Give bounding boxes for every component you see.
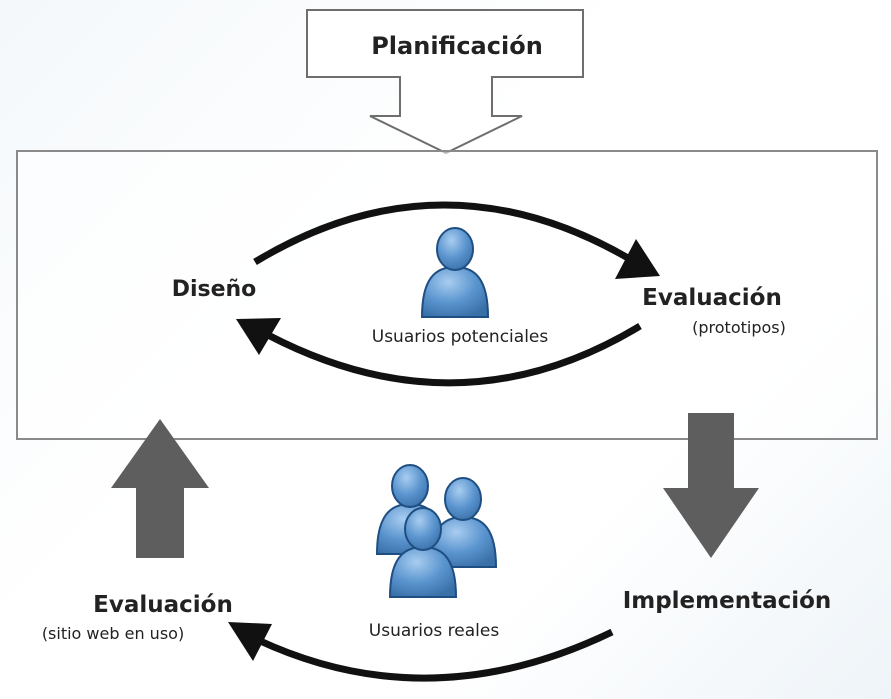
evaluation-to-design-arrowhead bbox=[236, 318, 281, 355]
design-to-evaluation-arrow bbox=[253, 201, 630, 265]
real-users-icon bbox=[376, 464, 497, 598]
implementation-to-evaluation-arrow bbox=[256, 628, 614, 682]
up-block-arrow bbox=[111, 419, 209, 558]
design-to-evaluation-arrowhead bbox=[615, 239, 660, 279]
live-evaluation-sublabel: (sitio web en uso) bbox=[42, 624, 184, 643]
design-evaluation-sublabel: (prototipos) bbox=[692, 318, 786, 337]
planning-label: Planificación bbox=[371, 32, 543, 60]
real-users-label: Usuarios reales bbox=[369, 621, 500, 641]
design-evaluation-label: Evaluación bbox=[642, 285, 782, 311]
implementation-label: Implementación bbox=[623, 588, 832, 614]
potential-users-label: Usuarios potenciales bbox=[372, 327, 549, 347]
planning-arrow bbox=[306, 9, 584, 155]
down-block-arrow bbox=[663, 413, 759, 558]
design-label: Diseño bbox=[172, 277, 257, 302]
live-evaluation-label: Evaluación bbox=[93, 592, 233, 618]
implementation-to-evaluation-arrowhead bbox=[228, 622, 272, 661]
evaluation-to-design-arrow bbox=[266, 323, 642, 387]
